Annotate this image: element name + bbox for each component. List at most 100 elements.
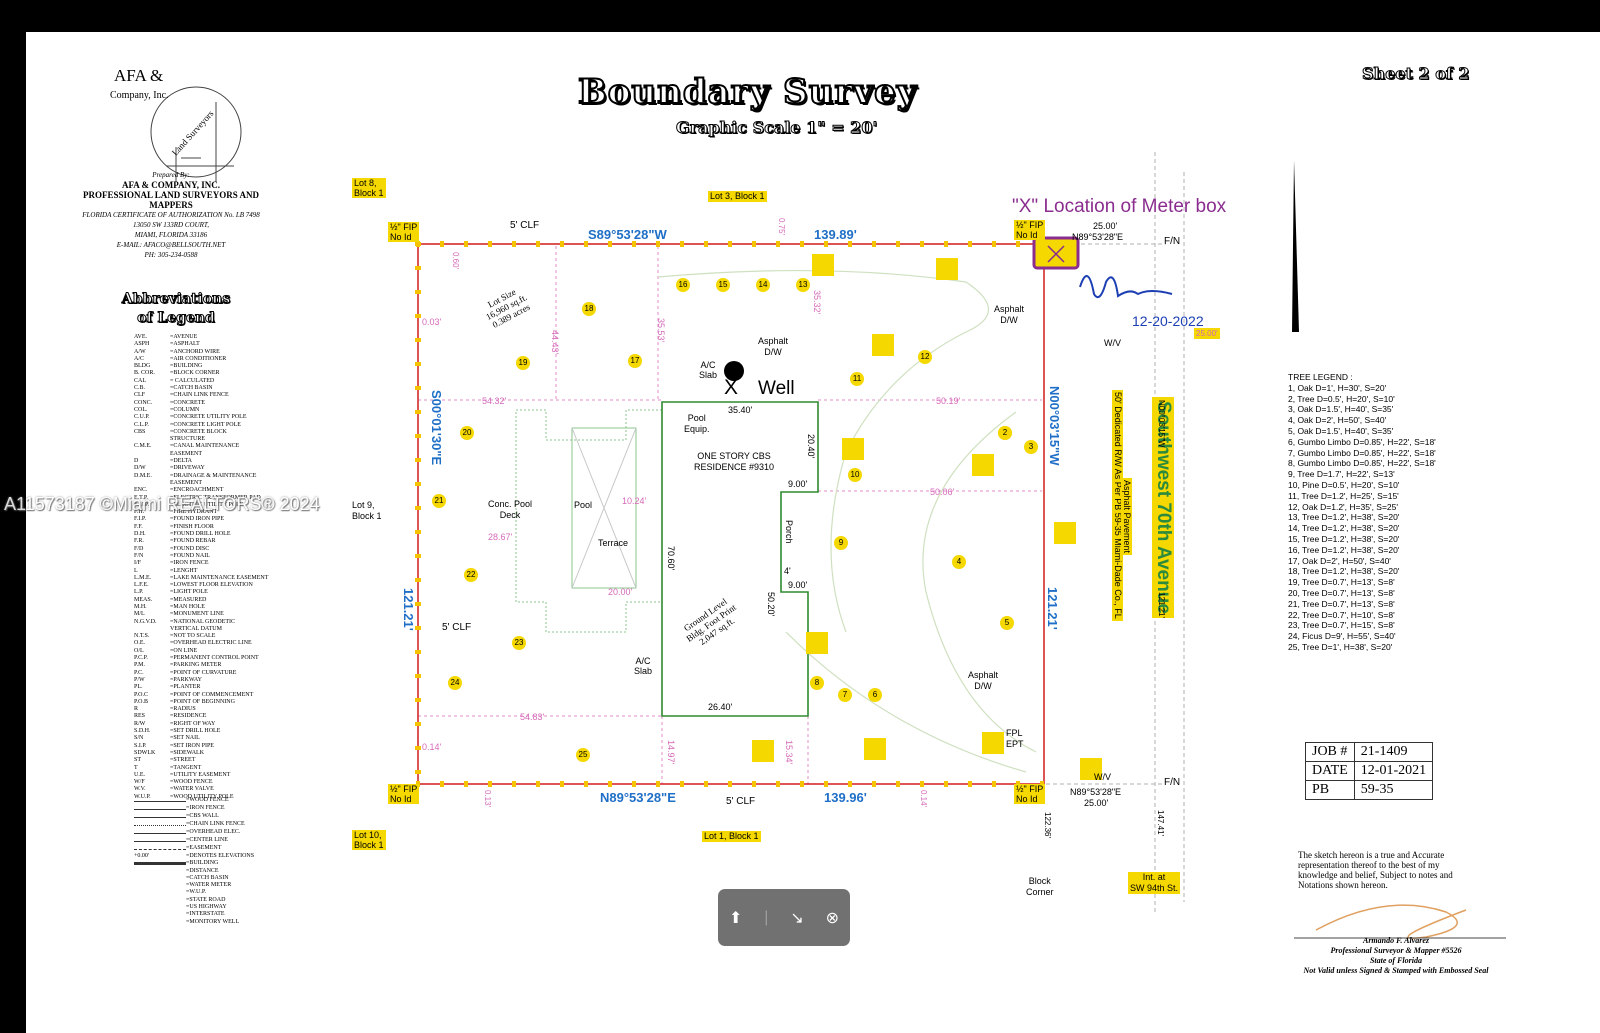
abbreviation-row: F.F.=FINISH FLOOR: [134, 523, 214, 530]
fence-marker: [536, 781, 540, 787]
lot8-label: Lot 8,Block 1: [352, 178, 386, 198]
tree-legend-item: 15, Tree D=1.2', H=38', S=20': [1288, 533, 1400, 544]
abbreviation-row: W.V.=WATER VALVE: [134, 786, 214, 793]
abbreviation-row: M.H.=MAN HOLE: [134, 603, 205, 610]
fence-marker: [415, 386, 421, 390]
fence-marker: [656, 781, 660, 787]
fence-marker: [608, 781, 612, 787]
dim-0-14: 0.14': [422, 742, 442, 752]
abbreviation-row: R=RADIUS: [134, 706, 196, 713]
tree-number-11: 11: [850, 372, 864, 386]
tree-number-4: 4: [952, 555, 966, 569]
dim-54-32: 54.32': [482, 396, 507, 406]
fence-marker: [776, 241, 780, 247]
job-number: 21-1409: [1353, 742, 1434, 762]
tree-square-marker: [806, 632, 828, 654]
well-x-mark: X: [724, 376, 739, 399]
tree-square-marker: [864, 738, 886, 760]
abbreviation-row: A/C=AIR CONDITIONER: [134, 355, 227, 362]
fence-marker: [1016, 241, 1020, 247]
abbreviation-row: A/W=ANCHORD WIRE: [134, 348, 220, 355]
job-label: JOB #: [1305, 742, 1355, 762]
tree-square-marker: [972, 454, 994, 476]
right-distance: 121.21': [1045, 587, 1060, 630]
abbreviation-row: L.M.E.=LAKE MAINTENANCE EASEMENT: [134, 574, 269, 581]
tree-number-5: 5: [1000, 616, 1014, 630]
building-footprint: [661, 401, 819, 717]
clf-bottom: 5' CLF: [726, 796, 756, 807]
close-icon[interactable]: ⊗: [825, 909, 840, 927]
abbreviation-row: C.L.P.=CONCRETE LIGHT POLE: [134, 421, 241, 428]
page-title: Boundary Survey: [577, 71, 918, 113]
abbreviation-row: P.O.C=POINT OF COMMENCEMENT: [134, 691, 254, 698]
symbol-row: =IRON FENCE: [134, 805, 254, 813]
tree-number-22: 22: [464, 568, 478, 582]
tree-legend-item: 18, Tree D=1.2', H=38', S=20': [1288, 566, 1400, 577]
abbreviation-row: E.T.P.=ELECTRIC TRANSFORMER PAD: [134, 494, 261, 501]
tree-number-24: 24: [448, 676, 462, 690]
fence-marker: [415, 266, 421, 270]
abbreviation-row: AVE.=AVENUE: [134, 334, 198, 340]
abbreviation-row: ST=STREET: [134, 757, 196, 764]
fence-marker: [584, 781, 588, 787]
tree-legend-item: 16, Tree D=1.2', H=38', S=20': [1288, 544, 1400, 555]
fence-marker: [536, 241, 540, 247]
abbreviation-row: P.M.=PARKING METER: [134, 662, 222, 669]
collapse-icon[interactable]: ↘: [790, 909, 804, 927]
watermark: A11573187 ©Miami REALTORS® 2024: [4, 494, 320, 514]
tree-square-marker: [1054, 522, 1076, 544]
abbreviation-row: RES=RESIDENCE: [134, 713, 207, 720]
bottom-distance: 139.96': [824, 790, 867, 805]
fence-marker: [415, 338, 421, 342]
fence-marker: [415, 506, 421, 510]
tree-number-6: 6: [868, 688, 882, 702]
dim-4: 4': [784, 566, 791, 576]
dim-20-40: 20.40': [806, 434, 816, 459]
survey-plan: [415, 152, 1506, 939]
tree-number-17: 17: [628, 354, 642, 368]
company-info: Prepared By: AFA & COMPANY, INC. PROFESS…: [66, 170, 276, 260]
certification-text: The sketch hereon is a true and Accurate…: [1298, 850, 1453, 890]
fence-marker: [415, 698, 421, 702]
fence-marker: [440, 241, 444, 247]
fence-marker: [440, 781, 444, 787]
dim-50-20: 50.20': [766, 592, 776, 617]
tree-legend-item: 17, Oak D=2', H=50', S=40': [1288, 555, 1391, 566]
abbreviations-title: Abbreviations of Legend: [90, 290, 262, 328]
tree-square-marker: [1080, 758, 1102, 780]
meter-x-2: [1047, 245, 1065, 263]
share-icon[interactable]: ⬆: [728, 909, 743, 927]
fence-marker: [415, 674, 421, 678]
se-bearing: N89°53'28"E: [1070, 787, 1122, 797]
logo-sub: Company, Inc.: [110, 90, 169, 101]
company-email: E-MAIL: AFACO@BELLSOUTH.NET: [116, 241, 226, 249]
tree-square-marker: [936, 258, 958, 280]
fence-marker: [728, 241, 732, 247]
tree-legend-title: TREE LEGEND :: [1288, 372, 1353, 382]
symbol-row: =CENTER LINE: [134, 837, 254, 845]
fence-marker: [920, 241, 924, 247]
fence-marker: [728, 781, 732, 787]
abbreviation-row: P/W=PARKWAY: [134, 676, 202, 683]
dim-26-40: 26.40': [708, 702, 733, 712]
fence-marker: [872, 781, 876, 787]
lot1-label: Lot 1, Block 1: [702, 831, 761, 842]
abbreviation-row: C.U.P.=CONCRETE UTILITY POLE: [134, 414, 247, 421]
job-date: 12-01-2021: [1353, 761, 1434, 781]
symbol-row: =US HIGHWAY: [186, 904, 227, 911]
surveyor-signature: [1315, 904, 1467, 939]
tree-legend-item: 25, Tree D=1', H=38', S=20': [1288, 641, 1393, 652]
fence-marker: [800, 241, 804, 247]
fence-marker: [415, 482, 421, 486]
abbreviation-row: B. COR.=BLOCK CORNER: [134, 370, 220, 377]
abbreviation-row: L=LENGHT: [134, 567, 198, 574]
tree-legend-item: 3, Oak D=1.5', H=40', S=35': [1288, 404, 1394, 415]
fence-marker: [415, 722, 421, 726]
abbreviation-row: P.C.=POINT OF CURVATURE: [134, 669, 237, 676]
pool-diagonal-2: [571, 427, 637, 589]
fence-marker: [415, 290, 421, 294]
abbreviation-row: COL.=COLUMN: [134, 406, 200, 413]
